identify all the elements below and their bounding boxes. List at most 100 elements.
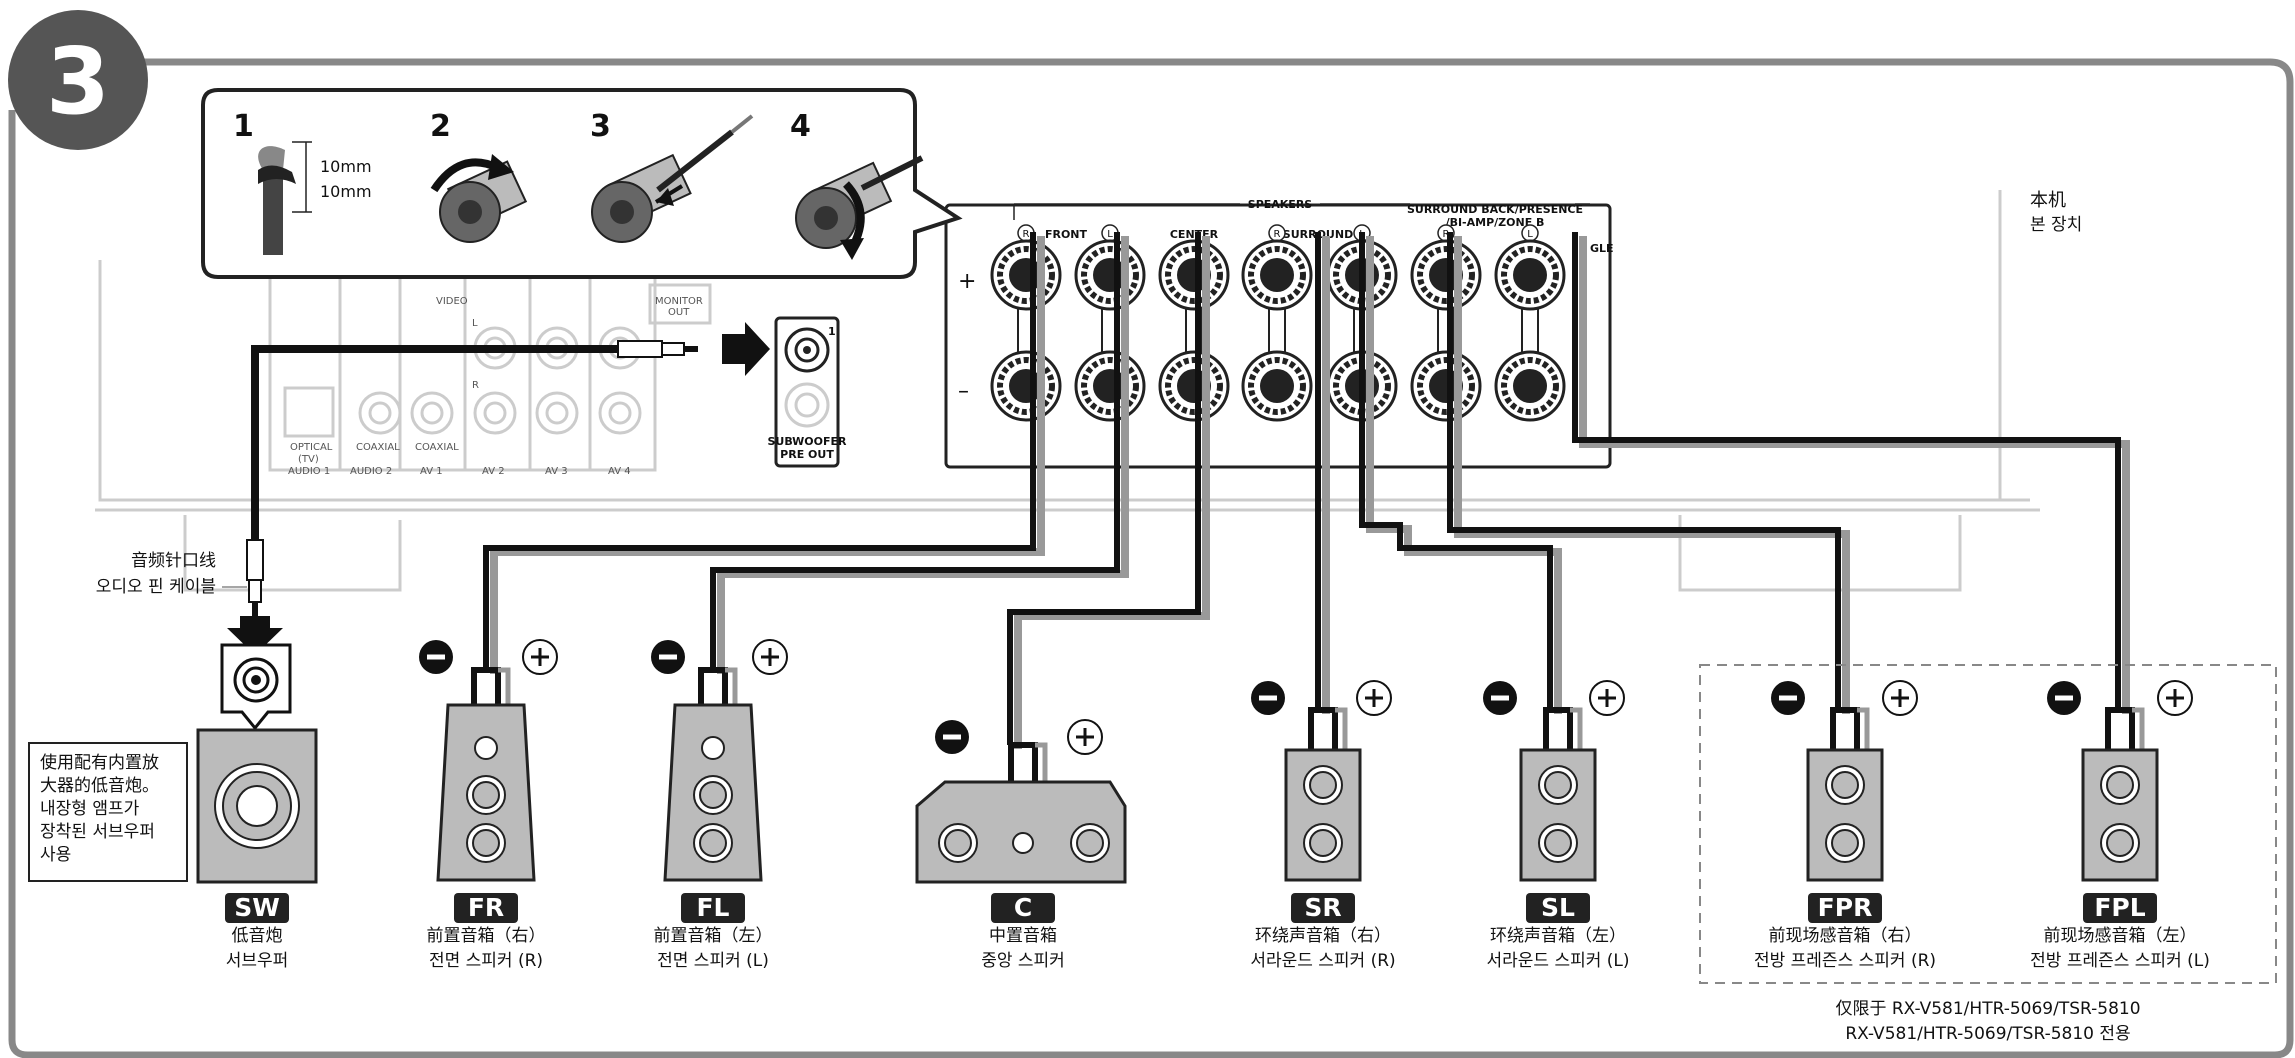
wire-end-7	[2105, 707, 2145, 750]
wire-c	[1007, 232, 1210, 749]
cable-label-ko: 오디오 핀 케이블	[95, 577, 216, 597]
terminal-3-minus	[1158, 350, 1230, 422]
speaker-tag-sr: SR	[1291, 893, 1355, 923]
svg-text:L: L	[1527, 229, 1533, 240]
polarity-pair-7	[2047, 680, 2193, 716]
svg-text:AV 3: AV 3	[545, 466, 568, 477]
polarity-pair-2	[651, 639, 788, 675]
terminal-7-minus	[1494, 350, 1566, 422]
speaker-tag-fpl: FPL	[2083, 893, 2157, 923]
svg-text:AV 1: AV 1	[420, 466, 443, 477]
svg-text:PRE OUT: PRE OUT	[780, 448, 834, 461]
terminal-6-plus	[1410, 239, 1482, 311]
svg-text:OUT: OUT	[668, 307, 690, 318]
svg-text:COAXIAL: COAXIAL	[415, 442, 459, 453]
svg-text:R: R	[1023, 229, 1030, 240]
svg-text:SPEAKERS: SPEAKERS	[1248, 198, 1313, 211]
svg-text:R: R	[1443, 229, 1450, 240]
speaker-name-zh-fl: 前置音箱（左）	[653, 926, 773, 946]
polarity-pair-5	[1483, 680, 1625, 716]
speaker-tag-sl: SL	[1526, 893, 1590, 923]
rear-labels: VIDEO MONITOR OUT L R OPTICAL (TV) COAXI…	[288, 296, 703, 477]
svg-text:/BI-AMP/ZONE B: /BI-AMP/ZONE B	[1446, 216, 1545, 229]
terminal-2-minus	[1074, 350, 1146, 422]
channel-mark-3: R	[1268, 224, 1286, 242]
terminal-6-minus	[1410, 350, 1482, 422]
front-presence-left-speaker	[2081, 748, 2159, 882]
speaker-name-zh-sw: 低音炮	[231, 926, 283, 946]
svg-text:OPTICAL: OPTICAL	[290, 442, 333, 453]
speaker-tag-c: C	[991, 893, 1055, 923]
svg-text:AV 4: AV 4	[608, 466, 631, 477]
svg-text:COAXIAL: COAXIAL	[356, 442, 400, 453]
speakers	[196, 703, 2159, 884]
wire-fl	[710, 232, 1129, 674]
model-note-zh: 仅限于 RX-V581/HTR-5069/TSR-5810	[1835, 999, 2141, 1019]
polarity-pair-1	[419, 639, 558, 675]
terminal-3-plus	[1158, 239, 1230, 311]
wire-end-5	[1543, 707, 1583, 750]
speaker-name-zh-c: 中置音箱	[989, 926, 1057, 946]
svg-text:R: R	[1274, 229, 1281, 240]
front-left-speaker	[663, 703, 763, 882]
svg-text:AV 2: AV 2	[482, 466, 505, 477]
terminal-1-plus	[990, 239, 1062, 311]
wire-sl	[1359, 232, 1562, 714]
wire-end-2	[698, 667, 738, 705]
front-right-speaker	[436, 703, 536, 882]
receiver-rear-outline	[95, 190, 2040, 592]
terminal-4-plus	[1241, 239, 1313, 311]
speaker-name-ko-sw: 서브우퍼	[225, 951, 289, 971]
outer-frame	[8, 58, 2294, 1058]
svg-text:–: –	[958, 379, 969, 404]
speaker-tag-fr: FR	[454, 893, 518, 923]
wire-end-4	[1308, 707, 1348, 750]
speaker-name-zh-fpr: 前现场感音箱（右）	[1768, 926, 1922, 946]
speaker-terminal-panel: SPEAKERS SURROUND BACK/PRESENCE /BI-AMP/…	[944, 198, 1614, 469]
wire-sr	[1315, 232, 1330, 714]
wire-prep-inset: 1 2 3 4 10mm 10mm	[201, 88, 963, 279]
wire-fr	[483, 232, 1045, 674]
svg-text:(TV): (TV)	[298, 454, 319, 465]
polarity-pair-6	[1771, 680, 1918, 716]
svg-text:SURROUND BACK/PRESENCE: SURROUND BACK/PRESENCE	[1407, 203, 1583, 216]
wire-end-6	[1830, 707, 1870, 750]
speaker-tag-sw: SW	[225, 893, 289, 923]
terminal-2-plus	[1074, 239, 1146, 311]
svg-text:R: R	[472, 380, 479, 391]
svg-text:AUDIO 1: AUDIO 1	[288, 466, 330, 477]
svg-text:MONITOR: MONITOR	[655, 296, 703, 307]
presence-optional-box	[1699, 664, 2277, 984]
svg-text:VIDEO: VIDEO	[436, 296, 468, 307]
wire-fpl	[1572, 232, 2130, 714]
center-speaker	[915, 780, 1127, 884]
svg-text:3: 3	[590, 109, 611, 144]
subwoofer-speaker	[196, 728, 318, 884]
front-presence-right-speaker	[1806, 748, 1884, 882]
speaker-name-ko-fr: 전면 스피커 (R)	[428, 951, 544, 971]
svg-text:3: 3	[46, 28, 110, 135]
cable-label-zh: 音频针口线	[131, 551, 216, 571]
speaker-name-ko-sr: 서라운드 스피커 (R)	[1250, 951, 1396, 971]
speaker-tag-fl: FL	[681, 893, 745, 923]
svg-text:GLE: GLE	[1590, 242, 1614, 255]
speaker-name-ko-fl: 전면 스피커 (L)	[657, 951, 769, 971]
subwoofer-pre-out: 1 SUBWOOFER PRE OUT	[768, 316, 847, 468]
svg-text:FRONT: FRONT	[1045, 228, 1088, 241]
terminal-1-minus	[990, 350, 1062, 422]
speaker-name-zh-fr: 前置音箱（右）	[426, 926, 546, 946]
svg-text:L: L	[1107, 229, 1113, 240]
speaker-wires	[471, 232, 2145, 782]
terminal-4-minus	[1241, 350, 1313, 422]
speaker-name-zh-sl: 环绕声音箱（左）	[1490, 926, 1626, 946]
speaker-name-ko-fpr: 전방 프레즌스 스피커 (R)	[1753, 951, 1937, 971]
wire-fpr	[1447, 232, 1850, 714]
wire-end-1	[471, 667, 511, 705]
svg-text:L: L	[472, 318, 478, 329]
svg-text:CENTER: CENTER	[1170, 228, 1219, 241]
speaker-name-zh-sr: 环绕声音箱（右）	[1255, 926, 1391, 946]
svg-text:2: 2	[430, 109, 451, 144]
channel-mark-6: L	[1521, 224, 1539, 242]
terminal-7-plus	[1494, 239, 1566, 311]
